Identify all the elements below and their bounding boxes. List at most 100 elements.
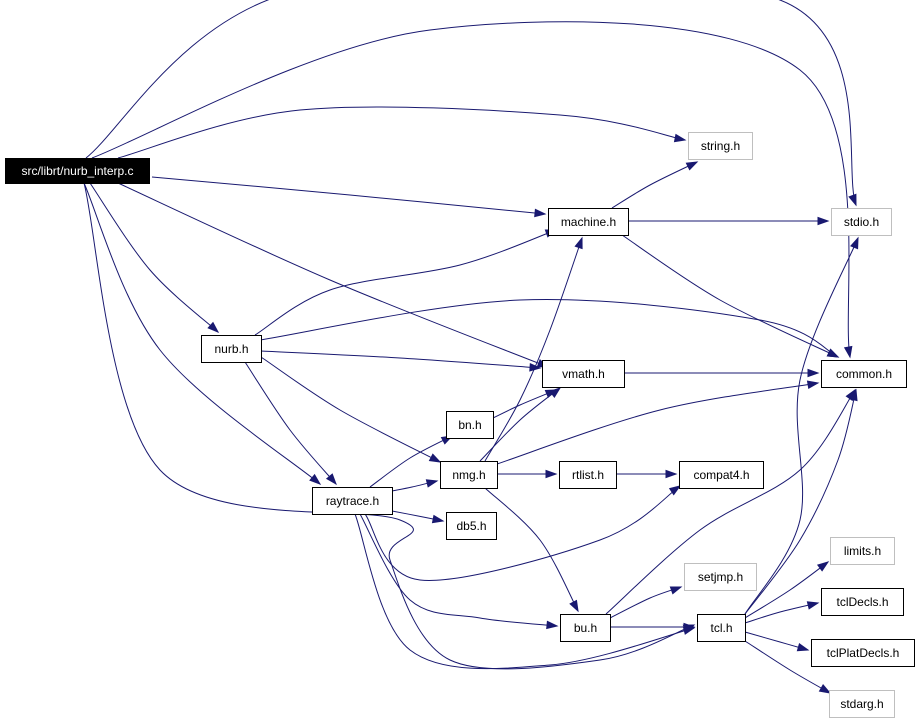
- edge-rtlist-to-compat4: [616, 469, 678, 479]
- arrowhead-icon: [806, 601, 820, 610]
- edge-line: [479, 387, 561, 462]
- node-label: tcl.h: [710, 621, 732, 635]
- node-string: string.h: [688, 132, 753, 160]
- arrowhead-icon: [425, 479, 439, 488]
- arrowhead-icon: [683, 622, 696, 632]
- node-box: [201, 335, 262, 363]
- node-tclPlatDecls[interactable]: tclPlatDecls.h: [811, 639, 915, 667]
- node-db5[interactable]: db5.h: [446, 512, 497, 540]
- edge-tcl-to-tclDecls: [744, 601, 820, 624]
- node-stdio: stdio.h: [831, 208, 892, 236]
- node-label: stdio.h: [844, 215, 879, 229]
- edge-line: [484, 487, 579, 612]
- node-box: [688, 132, 753, 160]
- node-box: [679, 461, 764, 489]
- edge-line: [621, 234, 839, 358]
- edge-nurb-to-common: [259, 299, 840, 358]
- arrowhead-icon: [534, 208, 547, 218]
- node-label: raytrace.h: [326, 494, 379, 508]
- arrowhead-icon: [325, 473, 337, 486]
- edge-root-to-string: [117, 106, 687, 159]
- arrowhead-icon: [546, 620, 559, 630]
- edge-nurb-to-machine: [254, 229, 558, 336]
- arrowhead-icon: [669, 586, 683, 595]
- node-raytrace[interactable]: raytrace.h: [312, 487, 393, 515]
- edge-machine-to-stdio: [628, 216, 830, 226]
- node-machine[interactable]: machine.h: [548, 208, 629, 236]
- node-label: db5.h: [456, 519, 486, 533]
- edge-nurb-to-vmath: [260, 350, 542, 372]
- arrowhead-icon: [673, 133, 687, 143]
- node-box: [831, 208, 892, 236]
- node-label: nmg.h: [452, 468, 485, 482]
- edge-line: [259, 299, 839, 358]
- edge-tcl-to-tclPlatDecls: [744, 631, 810, 652]
- edge-root-to-raytrace: [83, 182, 322, 485]
- arrowhead-icon: [850, 236, 859, 250]
- arrowhead-icon: [849, 388, 858, 402]
- edge-vmath-to-common: [624, 368, 820, 378]
- arrowhead-icon: [818, 684, 832, 694]
- node-label: machine.h: [561, 215, 616, 229]
- node-tclDecls[interactable]: tclDecls.h: [821, 588, 904, 616]
- node-box: [446, 512, 497, 540]
- edge-raytrace-to-compat4: [364, 485, 682, 581]
- edge-raytrace-to-db5: [391, 510, 445, 524]
- node-label: setjmp.h: [698, 570, 743, 584]
- node-bn[interactable]: bn.h: [446, 411, 494, 439]
- node-label: bu.h: [574, 621, 597, 635]
- edge-nurb-to-nmg: [260, 356, 442, 463]
- node-box: [830, 537, 895, 565]
- edge-line: [744, 561, 829, 619]
- node-nurb[interactable]: nurb.h: [201, 335, 262, 363]
- node-compat4[interactable]: compat4.h: [679, 461, 764, 489]
- arrowhead-icon: [848, 193, 857, 207]
- edge-line: [744, 602, 819, 624]
- edge-nmg-to-common: [496, 380, 820, 465]
- node-label: stdarg.h: [840, 697, 883, 711]
- edge-root-to-vmath: [117, 182, 550, 368]
- edge-line: [611, 161, 698, 209]
- arrowhead-icon: [668, 485, 682, 496]
- node-bu[interactable]: bu.h: [560, 614, 611, 642]
- arrowhead-icon: [207, 321, 220, 334]
- edge-machine-to-common: [621, 234, 840, 358]
- edge-root-to-common: [91, 21, 853, 359]
- node-limits: limits.h: [830, 537, 895, 565]
- arrowhead-icon: [428, 453, 442, 463]
- edge-bu-to-tcl: [610, 622, 696, 632]
- edge-line: [484, 237, 583, 462]
- node-label: compat4.h: [693, 468, 749, 482]
- edge-line: [260, 350, 541, 369]
- arrowhead-icon: [569, 599, 579, 613]
- node-tcl[interactable]: tcl.h: [697, 614, 746, 642]
- edge-raytrace-to-bu: [359, 513, 559, 630]
- arrowhead-icon: [817, 216, 830, 226]
- node-label: rtlist.h: [572, 468, 604, 482]
- arrowhead-icon: [843, 345, 853, 359]
- node-box: [446, 411, 494, 439]
- edge-line: [89, 182, 219, 333]
- edge-nurb-to-raytrace: [244, 361, 337, 486]
- node-label: bn.h: [458, 418, 481, 432]
- edge-line: [605, 389, 856, 615]
- node-root[interactable]: src/librt/nurb_interp.c: [5, 158, 150, 184]
- edge-bu-to-setjmp: [609, 586, 683, 619]
- edge-line: [744, 237, 859, 615]
- edge-root-to-machine: [151, 176, 547, 218]
- arrowhead-icon: [574, 236, 583, 250]
- node-common[interactable]: common.h: [821, 360, 907, 388]
- arrowhead-icon: [826, 348, 840, 358]
- node-stdarg: stdarg.h: [829, 690, 895, 718]
- edge-line: [496, 382, 819, 465]
- node-vmath[interactable]: vmath.h: [542, 360, 625, 388]
- edge-tcl-to-common: [744, 388, 858, 615]
- node-rtlist[interactable]: rtlist.h: [559, 461, 617, 489]
- arrowhead-icon: [665, 469, 678, 479]
- edge-nmg-to-rtlist: [497, 469, 558, 479]
- node-box: [559, 461, 617, 489]
- node-label: string.h: [701, 139, 740, 153]
- arrowhead-icon: [806, 380, 820, 389]
- node-nmg[interactable]: nmg.h: [440, 461, 498, 489]
- edge-line: [151, 176, 546, 215]
